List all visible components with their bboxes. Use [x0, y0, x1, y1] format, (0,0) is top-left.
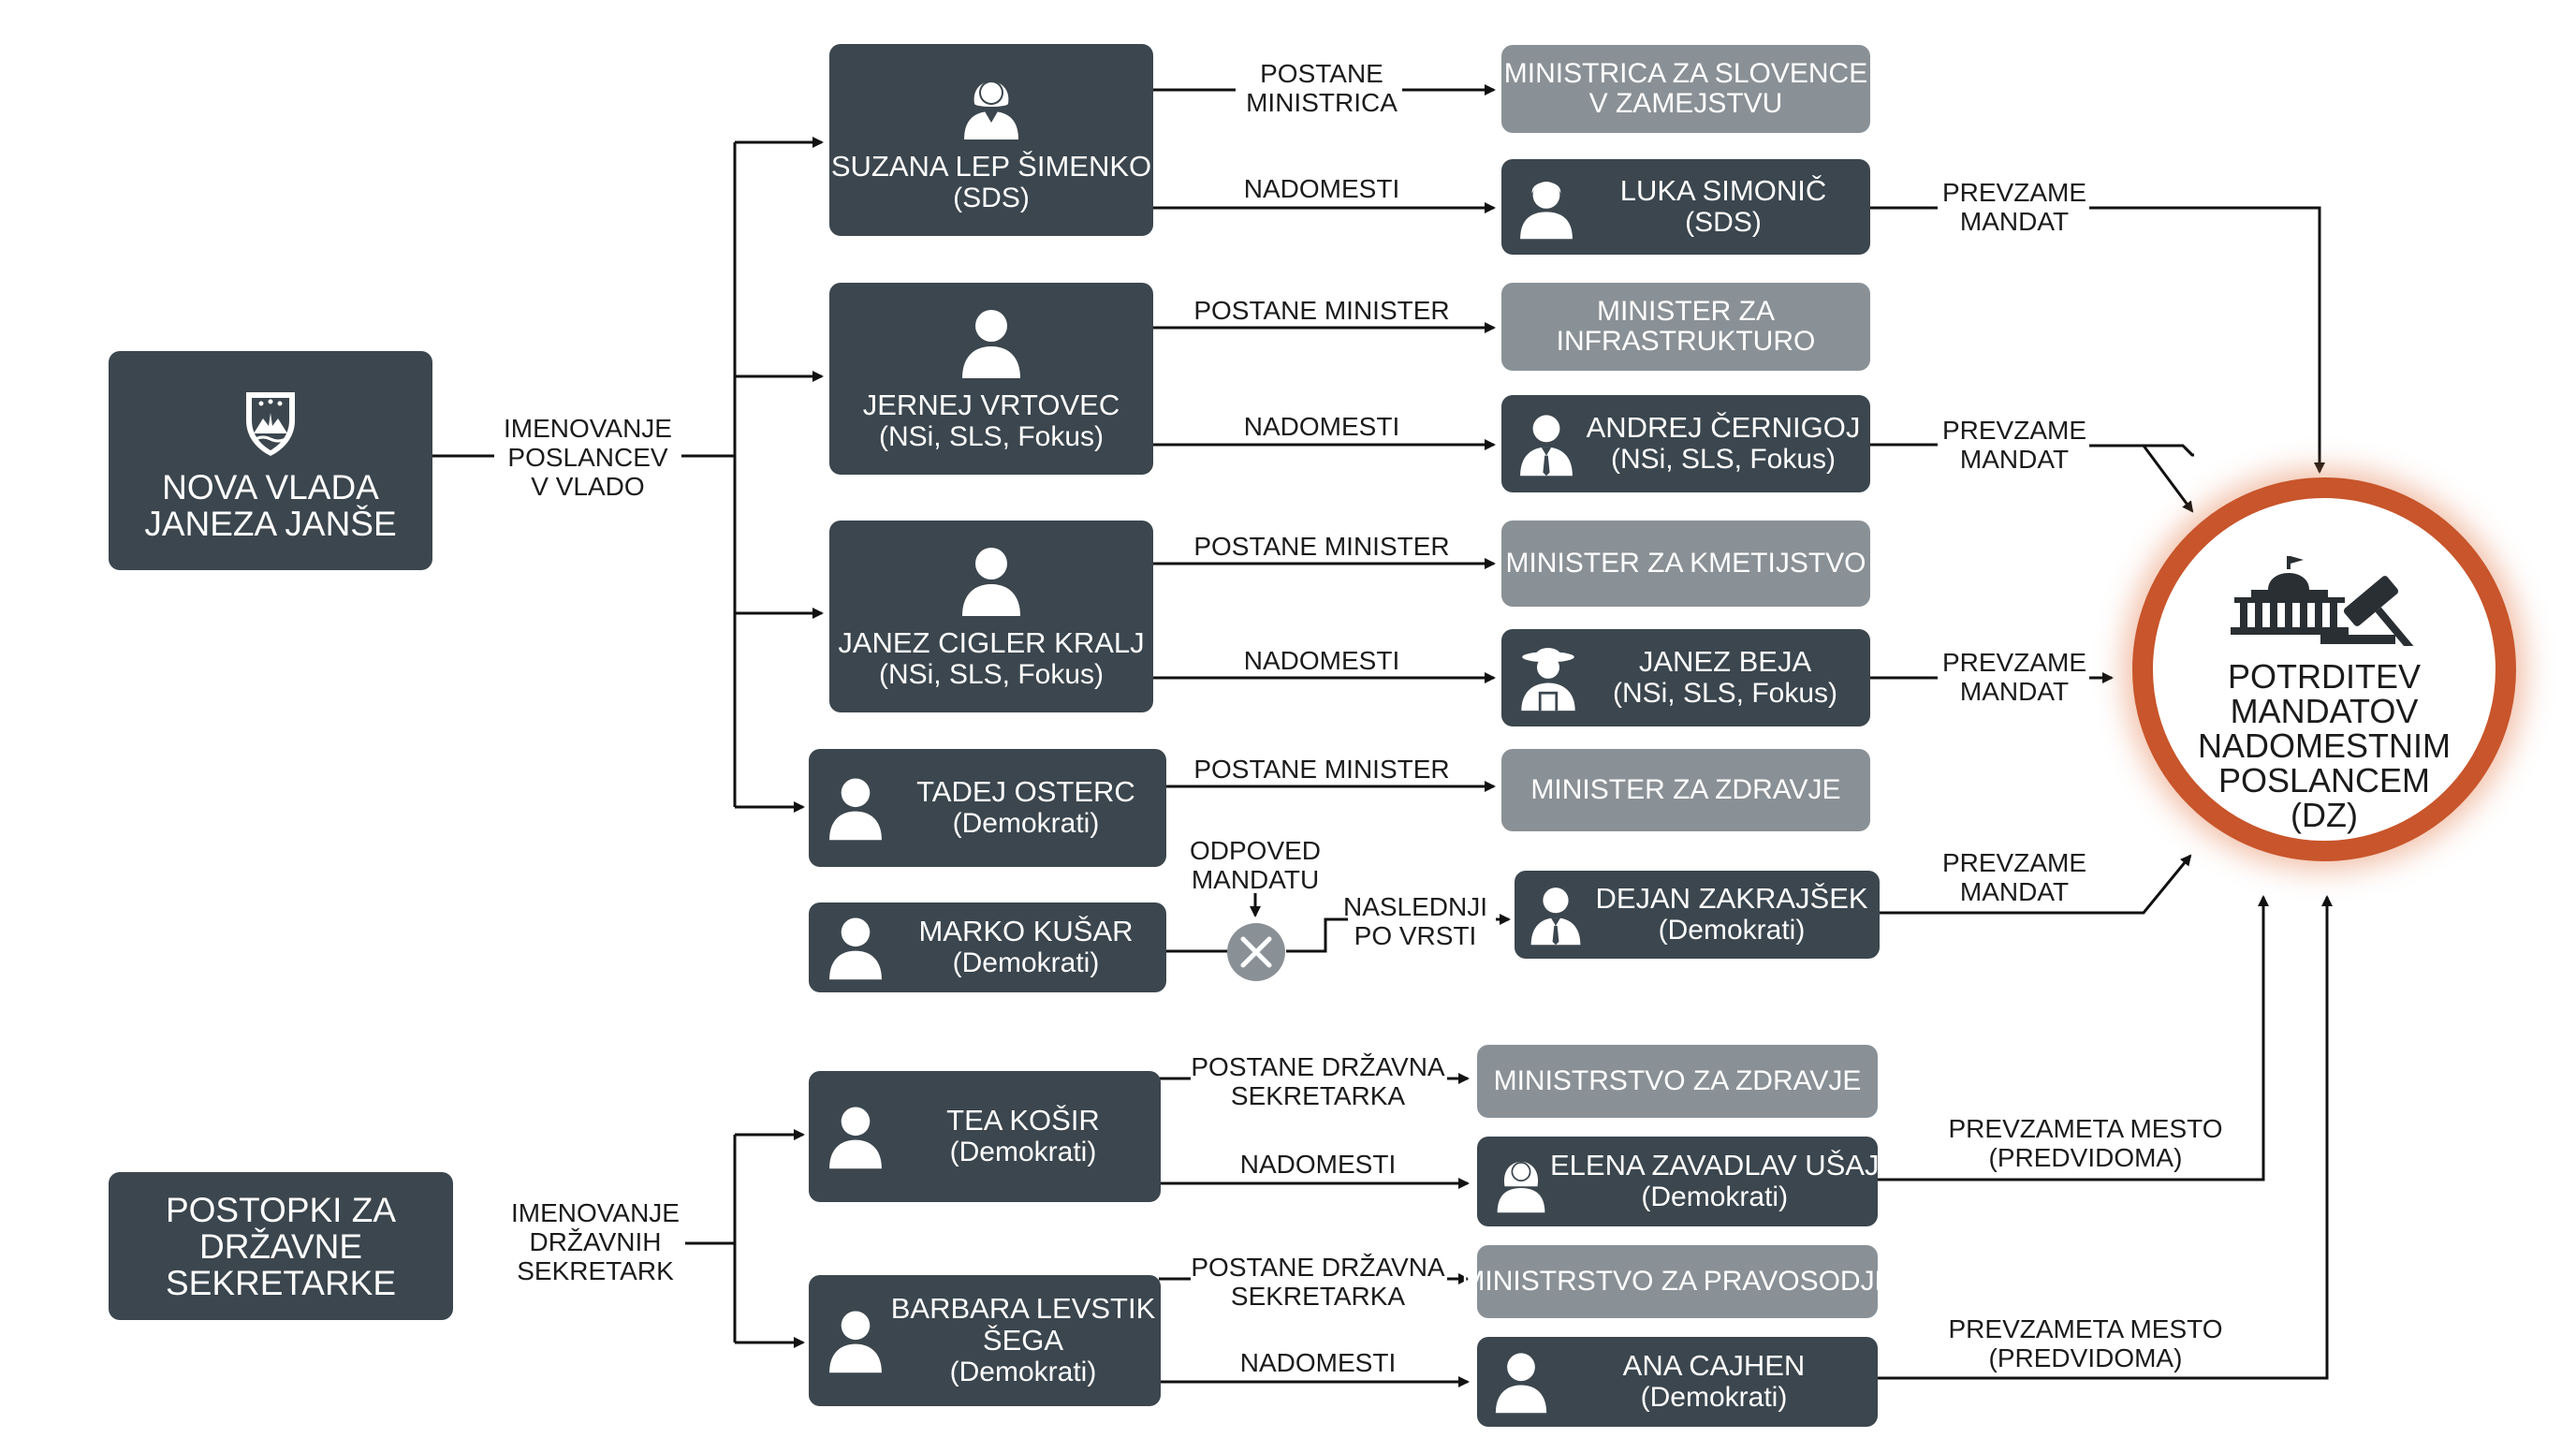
process-line3: SEKRETARKE	[165, 1263, 397, 1302]
replaces-label-4: NADOMESTI	[1239, 1150, 1397, 1179]
post-box: MINISTER ZA INFRASTRUKTURO	[1501, 283, 1870, 371]
becomes-minister-label-1: POSTANE MINISTER	[1193, 296, 1450, 325]
substitute-box-janez-beja: JANEZ BEJA (NSi, SLS, Fokus)	[1501, 629, 1870, 726]
man-suit-icon	[1528, 883, 1584, 946]
parliament-gavel-icon	[2231, 552, 2437, 646]
replaces-label-1: NADOMESTI	[1243, 174, 1400, 203]
substitute-name: ANA CAJHEN	[1622, 1349, 1806, 1382]
take-seat-label-2: PREVZAMETA MESTO(PREDVIDOMA)	[1948, 1314, 2223, 1372]
mp-party: (NSi, SLS, Fokus)	[878, 658, 1105, 690]
government-line2: JANEZA JANŠE	[144, 505, 397, 543]
post-box: MINISTER ZA ZDRAVJE	[1501, 749, 1870, 831]
replaces-label-3: NADOMESTI	[1243, 646, 1400, 675]
mp-box-suzana: SUZANA LEP ŠIMENKO (SDS)	[829, 44, 1153, 236]
secretary-name: BARBARA LEVSTIK	[890, 1292, 1156, 1325]
person-icon	[826, 1103, 886, 1170]
substitute-name: LUKA SIMONIČ	[1619, 174, 1827, 207]
mp-name: JERNEJ VRTOVEC	[862, 388, 1120, 421]
government-box: NOVA VLADA JANEZA JANŠE	[109, 351, 432, 570]
secretary-name: TEA KOŠIR	[946, 1104, 1100, 1137]
secretary-party: (Demokrati)	[949, 1137, 1097, 1167]
person-icon	[959, 543, 1024, 618]
mp-name: TADEJ OSTERC	[916, 775, 1135, 808]
substitute-party: (SDS)	[1685, 207, 1762, 238]
substitute-party: (NSi, SLS, Fokus)	[1612, 678, 1838, 709]
person-icon	[826, 1307, 886, 1374]
becomes-minister-label-2: POSTANE MINISTER	[1193, 532, 1450, 561]
substitute-box-dejan: DEJAN ZAKRAJŠEK (Demokrati)	[1515, 871, 1880, 959]
mp-party: (Demokrati)	[952, 808, 1100, 839]
substitute-party: (Demokrati)	[1640, 1382, 1788, 1413]
post-box: MINISTRICA ZA SLOVENCE V ZAMEJSTVU	[1501, 45, 1870, 133]
mp-name: JANEZ CIGLER KRALJ	[838, 625, 1145, 659]
substitute-box-elena: ELENA ZAVADLAV UŠAJ (Demokrati)	[1477, 1137, 1880, 1226]
mp-name: MARKO KUŠAR	[918, 915, 1134, 947]
confirmation-line1: POTRDITEV	[2227, 657, 2421, 696]
post-box: MINISTER ZA KMETIJSTVO	[1501, 521, 1870, 607]
substitute-box-ana: ANA CAJHEN (Demokrati)	[1477, 1337, 1878, 1427]
post-box: MINISTRSTVO ZA PRAVOSODJE	[1461, 1245, 1894, 1318]
secretary-box-tea: TEA KOŠIR (Demokrati)	[809, 1071, 1161, 1202]
substitute-party: (NSi, SLS, Fokus)	[1610, 444, 1837, 475]
mp-party: (SDS)	[953, 182, 1030, 213]
person-icon	[1492, 1349, 1550, 1415]
substitute-name: JANEZ BEJA	[1638, 645, 1812, 678]
becomes-minister-label-3: POSTANE MINISTER	[1193, 755, 1450, 784]
secretary-box-barbara: BARBARA LEVSTIK ŠEGA (Demokrati)	[809, 1275, 1161, 1406]
take-seat-label-1: PREVZAMETA MESTO(PREDVIDOMA)	[1948, 1114, 2223, 1172]
man-icon	[1516, 173, 1576, 241]
substitute-box-luka: LUKA SIMONIČ (SDS)	[1501, 159, 1870, 255]
substitute-name: DEJAN ZAKRAJŠEK	[1595, 882, 1868, 915]
mp-name: SUZANA LEP ŠIMENKO	[830, 149, 1152, 183]
mp-party: (NSi, SLS, Fokus)	[878, 420, 1105, 452]
close-x-icon	[1227, 923, 1285, 981]
post-box: MINISTRSTVO ZA ZDRAVJE	[1477, 1045, 1878, 1118]
person-icon	[826, 914, 886, 981]
person-icon	[959, 305, 1024, 380]
confirmation-line3: NADOMESTNIM	[2198, 726, 2451, 765]
substitute-box-andrej: ANDREJ ČERNIGOJ (NSi, SLS, Fokus)	[1501, 395, 1870, 492]
substitute-party: (Demokrati)	[1658, 915, 1806, 946]
woman-icon	[959, 66, 1024, 141]
replaces-label-2: NADOMESTI	[1243, 412, 1400, 441]
substitute-name: ANDREJ ČERNIGOJ	[1586, 411, 1861, 444]
process-line2: DRŽAVNE	[198, 1226, 363, 1266]
secretary-name: ŠEGA	[982, 1324, 1064, 1357]
confirmation-line4: POSLANCEM	[2217, 761, 2431, 800]
mp-party: (Demokrati)	[952, 947, 1100, 978]
government-line1: NOVA VLADA	[162, 468, 379, 506]
mp-box-marko: MARKO KUŠAR (Demokrati)	[809, 902, 1166, 992]
secretary-party: (Demokrati)	[949, 1357, 1097, 1387]
confirmation-circle: POTRDITEV MANDATOV NADOMESTNIM POSLANCEM…	[2132, 477, 2516, 861]
process-line1: POSTOPKI ZA	[165, 1190, 397, 1229]
substitute-party: (Demokrati)	[1641, 1181, 1789, 1212]
person-icon	[826, 774, 886, 842]
man-suit-icon	[1516, 410, 1576, 477]
confirmation-line5: (DZ)	[2291, 796, 2358, 834]
slovenia-coat-of-arms-icon	[241, 379, 300, 458]
confirmation-line2: MANDATOV	[2230, 692, 2419, 730]
farmer-hat-icon	[1516, 643, 1580, 712]
mp-box-janez-cigler: JANEZ CIGLER KRALJ (NSi, SLS, Fokus)	[829, 521, 1153, 712]
secretaries-process-box: POSTOPKI ZA DRŽAVNE SEKRETARKE	[109, 1172, 453, 1320]
mp-box-jernej: JERNEJ VRTOVEC (NSi, SLS, Fokus)	[829, 283, 1153, 475]
replaces-label-5: NADOMESTI	[1239, 1348, 1397, 1377]
substitute-name: ELENA ZAVADLAV UŠAJ	[1550, 1149, 1880, 1181]
mp-box-tadej: TADEJ OSTERC (Demokrati)	[809, 749, 1166, 867]
woman-icon	[1492, 1149, 1550, 1214]
